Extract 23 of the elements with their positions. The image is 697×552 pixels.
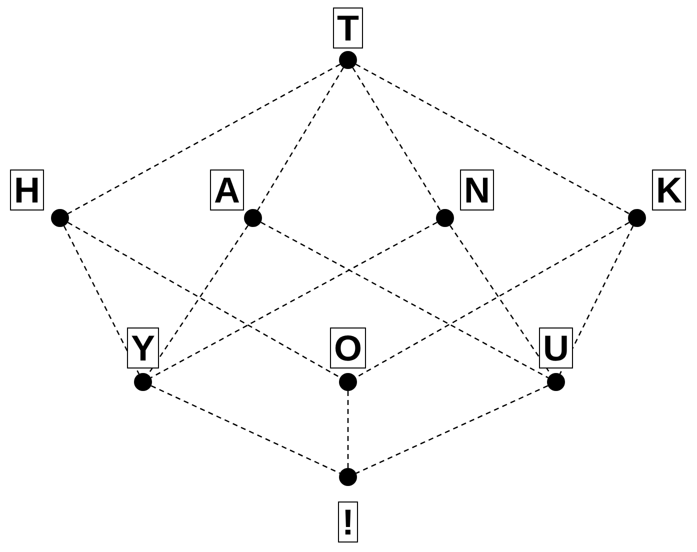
dashed-line: [356, 385, 548, 474]
letter-label: N: [460, 170, 494, 210]
dashed-line: [347, 391, 349, 468]
dashed-line: [150, 222, 438, 378]
dashed-line: [147, 225, 249, 375]
dashed-line: [150, 385, 340, 474]
letter-label: !: [338, 502, 358, 542]
dashed-line: [260, 222, 548, 378]
dashed-line: [68, 64, 340, 214]
dashed-line: [356, 64, 630, 214]
letter-label: T: [333, 8, 363, 48]
dashed-line: [559, 226, 634, 374]
letter-label: A: [210, 170, 244, 210]
dashed-line: [68, 222, 340, 378]
dashed-line: [356, 222, 630, 378]
letter-label: H: [10, 170, 44, 210]
letter-label: Y: [127, 328, 159, 368]
dashed-line: [352, 67, 441, 211]
letter-label: O: [330, 328, 366, 368]
letter-label: U: [539, 328, 573, 368]
letter-label: K: [652, 170, 686, 210]
dashed-line: [63, 226, 140, 374]
dashed-line: [257, 67, 344, 211]
